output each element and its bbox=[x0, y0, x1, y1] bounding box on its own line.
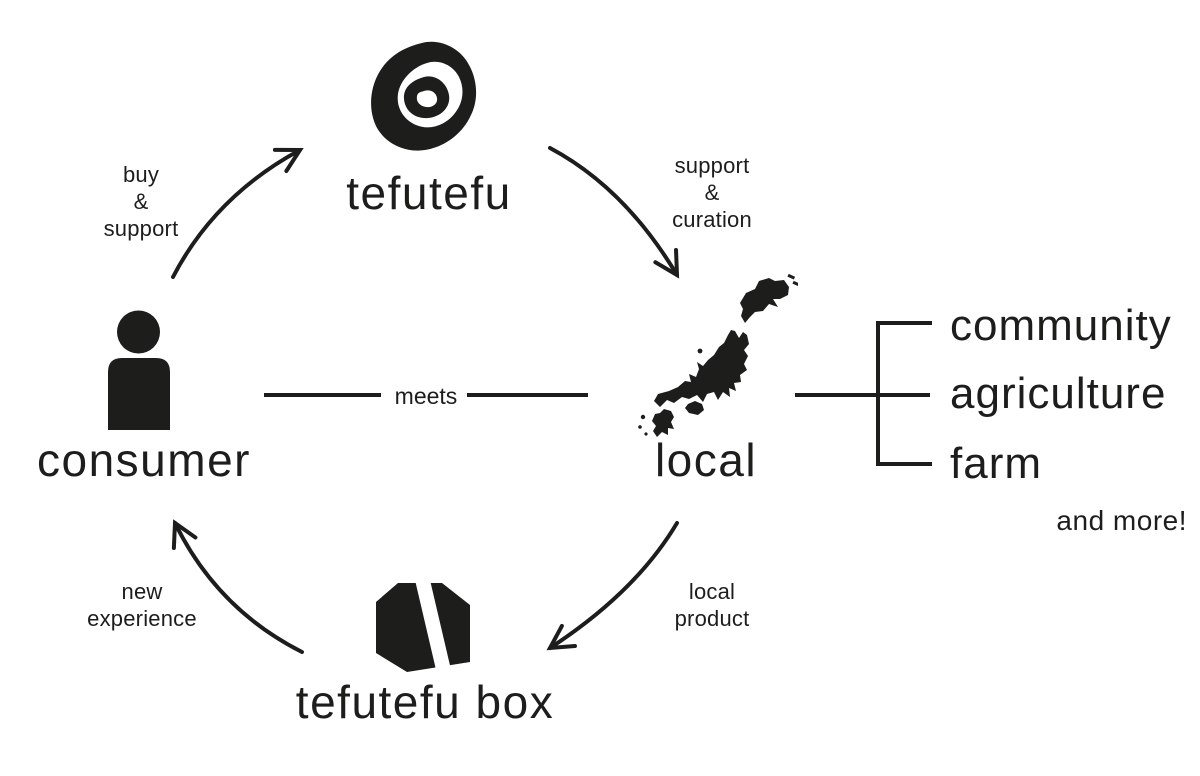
arrow-support-curation bbox=[548, 146, 680, 279]
arrow-local-product bbox=[546, 521, 679, 651]
local-product-line-2: product bbox=[674, 606, 750, 631]
cycle-arrows bbox=[171, 146, 680, 654]
branch-connector bbox=[795, 321, 932, 466]
new-experience-label: new experience bbox=[42, 578, 242, 632]
buy-support-line-1: buy bbox=[122, 162, 160, 187]
branch-item-agriculture: agriculture bbox=[950, 369, 1167, 418]
tefutefu-logo-icon bbox=[371, 41, 477, 151]
tefutefu-box-label: tefutefu box bbox=[295, 676, 555, 728]
local-product-line-1: local bbox=[688, 579, 736, 604]
tefutefu-label: tefutefu bbox=[346, 167, 512, 219]
buy-support-label: buy & support bbox=[61, 161, 221, 242]
consumer-label: consumer bbox=[37, 434, 251, 486]
new-experience-line-1: new bbox=[121, 579, 163, 604]
meets-label: meets bbox=[394, 383, 458, 409]
branch-item-community: community bbox=[950, 301, 1172, 350]
person-icon bbox=[108, 310, 170, 430]
box-icon bbox=[376, 580, 470, 674]
branch-bracket bbox=[876, 321, 932, 466]
support-curation-line-1: support bbox=[674, 153, 750, 178]
support-curation-label: support & curation bbox=[632, 152, 792, 233]
local-label: local bbox=[654, 434, 758, 486]
support-curation-line-2: & bbox=[704, 180, 720, 205]
buy-support-line-2: & bbox=[133, 189, 149, 214]
arrow-buy-support bbox=[171, 147, 304, 279]
branch-item-farm: farm bbox=[950, 439, 1042, 488]
local-product-label: local product bbox=[632, 578, 792, 632]
and-more-label: and more! bbox=[1056, 505, 1187, 536]
support-curation-line-3: curation bbox=[672, 207, 752, 232]
new-experience-line-2: experience bbox=[87, 606, 197, 631]
arrow-new-experience bbox=[171, 519, 304, 654]
buy-support-line-3: support bbox=[103, 216, 179, 241]
japan-map-icon bbox=[638, 273, 798, 437]
